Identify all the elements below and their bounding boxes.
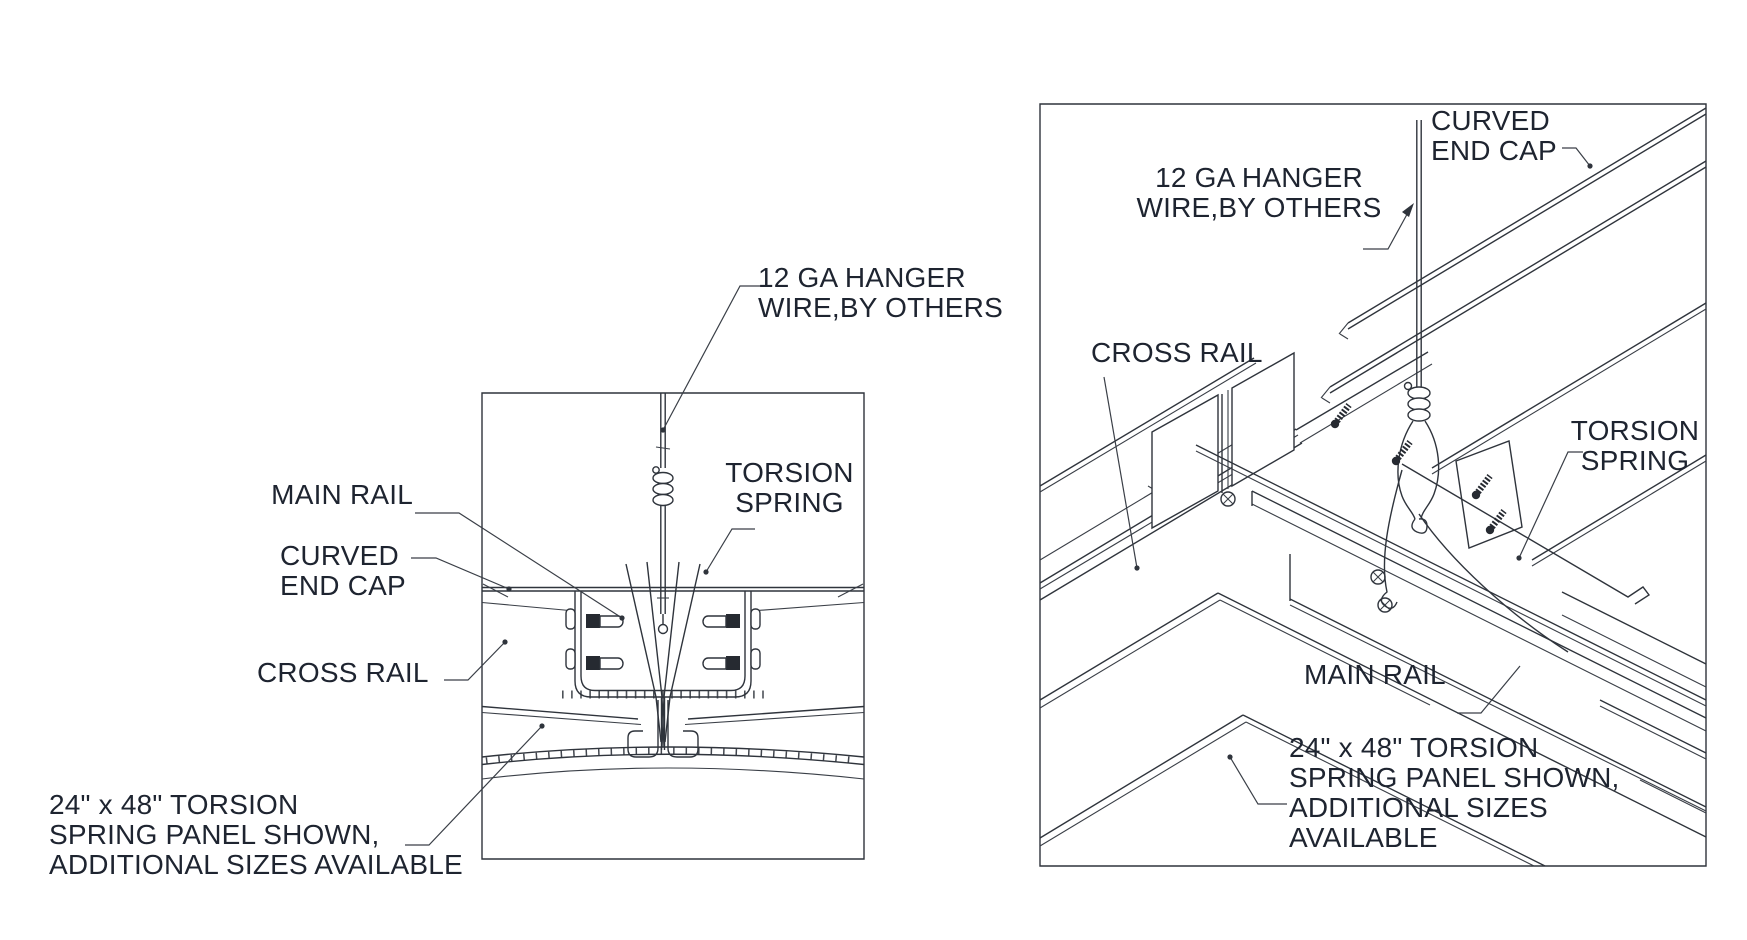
cross-rail-section <box>482 584 864 611</box>
left-view-border <box>482 393 864 859</box>
hex-screw <box>1330 405 1349 429</box>
left-section-view <box>405 286 864 859</box>
label-cross-rail-right: CROSS RAIL <box>1091 337 1263 368</box>
bracket-clip <box>751 649 760 669</box>
hanger-wire-section <box>653 393 673 634</box>
phillips-screw <box>1371 570 1385 584</box>
hex-screw <box>1471 476 1490 500</box>
left-leader-lines <box>405 286 763 845</box>
wire-end-eyelet <box>659 625 668 634</box>
label-curved-end-cap-right: CURVED END CAP <box>1431 105 1557 166</box>
ceiling-panels <box>1321 108 1706 566</box>
label-hanger-wire-right: 12 GA HANGER WIRE,BY OTHERS <box>1136 162 1382 223</box>
label-main-rail-left: MAIN RAIL <box>271 479 413 510</box>
bracket-clip <box>751 609 760 629</box>
label-cross-rail-left: CROSS RAIL <box>257 657 429 688</box>
right-leader-lines <box>1104 148 1593 804</box>
junction-splice-plates <box>1152 353 1294 528</box>
bracket-clip <box>566 649 575 669</box>
spring-bracket-plate <box>1456 441 1522 548</box>
lower-panels <box>1562 592 1706 813</box>
bracket-clip <box>566 609 575 629</box>
torsion-spring-isometric <box>1330 405 1649 652</box>
label-main-rail-right: MAIN RAIL <box>1304 659 1446 690</box>
hanger-wire-isometric <box>1398 120 1439 533</box>
lower-rail-edges <box>1040 593 1706 866</box>
spring-wire <box>1381 470 1402 608</box>
hex-screw <box>1485 511 1504 535</box>
label-panel-note-right: 24" x 48" TORSION SPRING PANEL SHOWN, AD… <box>1289 732 1620 853</box>
right-isometric-view <box>1040 104 1706 866</box>
curved-end-cap-tab-left <box>483 584 508 597</box>
spring-hook-right <box>668 700 698 757</box>
wire-twist-loop <box>653 467 659 473</box>
phillips-screw <box>1221 492 1235 506</box>
main-rail-bracket <box>562 592 764 698</box>
spring-wire <box>1419 514 1568 652</box>
wire-loop <box>1398 421 1415 519</box>
panel-section <box>482 707 864 780</box>
spring-hook-left <box>628 700 658 757</box>
leader-arrowhead <box>1402 203 1414 217</box>
label-torsion-spring-right: TORSION SPRING <box>1570 415 1700 476</box>
wire-loop-curl <box>1412 519 1427 533</box>
label-panel-note-left: 24" x 48" TORSION SPRING PANEL SHOWN, AD… <box>49 789 463 880</box>
spring-wire <box>1402 464 1649 604</box>
label-torsion-spring-left: TORSION SPRING <box>725 457 854 518</box>
bracket-screws <box>586 614 740 670</box>
right-view-border <box>1040 104 1706 866</box>
hex-screw <box>1391 442 1410 466</box>
label-hanger-wire-left: 12 GA HANGER WIRE,BY OTHERS <box>758 262 1003 323</box>
label-curved-end-cap-left: CURVED END CAP <box>280 540 406 601</box>
curved-end-cap-tab-right <box>838 584 863 597</box>
phillips-screw <box>1378 598 1392 612</box>
